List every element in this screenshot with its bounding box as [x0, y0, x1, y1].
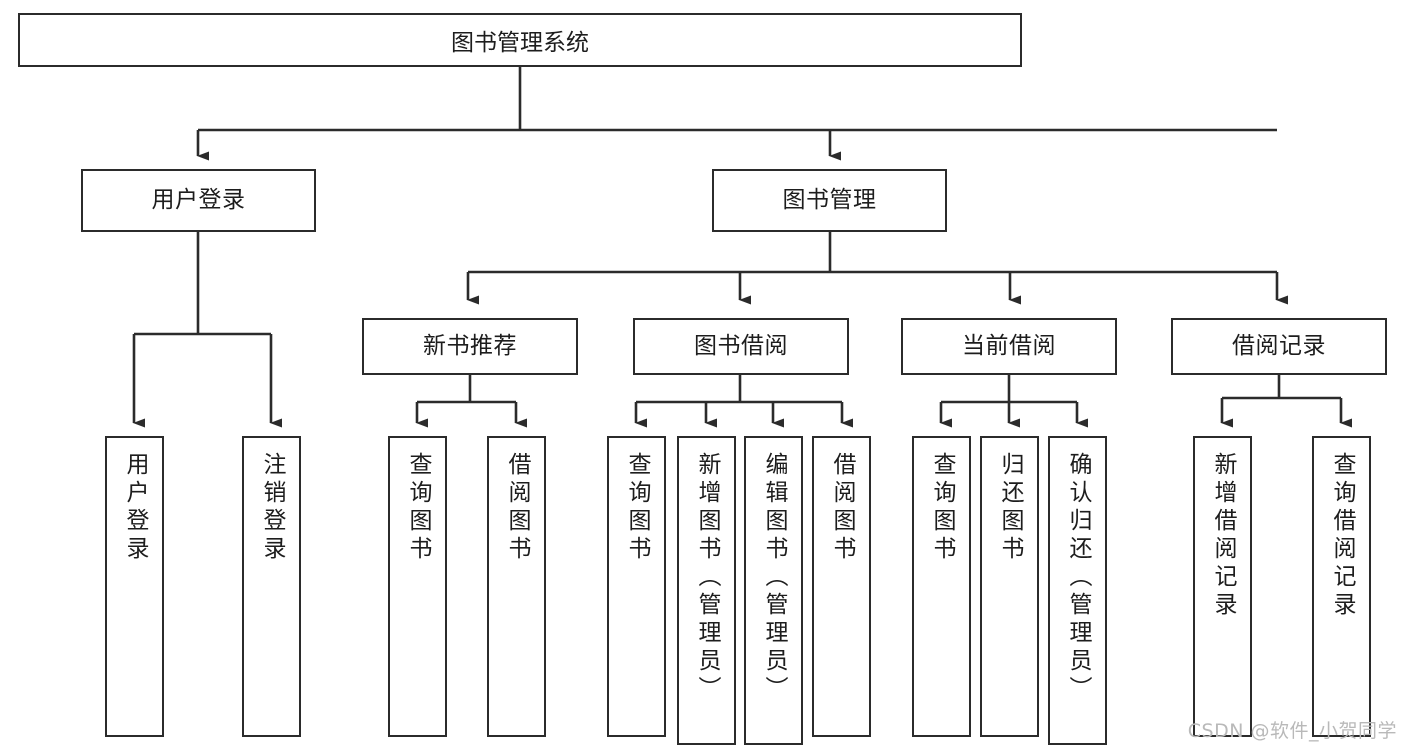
leaf-query-book-3-label: 查询图书	[929, 452, 955, 564]
node-book-management-label: 图书管理	[782, 186, 877, 213]
node-new-book-recommend[interactable]: 新书推荐	[362, 318, 578, 375]
node-user-login-label: 用户登录	[151, 186, 246, 213]
node-borrow-record-label: 借阅记录	[1232, 332, 1326, 359]
leaf-query-record-label: 查询借阅记录	[1329, 452, 1355, 620]
node-book-management[interactable]: 图书管理	[712, 169, 947, 232]
node-book-borrow-label: 图书借阅	[694, 332, 788, 359]
leaf-query-book-1[interactable]: 查询图书	[388, 436, 447, 737]
node-borrow-record[interactable]: 借阅记录	[1171, 318, 1387, 375]
leaf-query-book-3[interactable]: 查询图书	[912, 436, 971, 737]
leaf-borrow-book-1-label: 借阅图书	[504, 452, 530, 564]
leaf-edit-book[interactable]: 编辑图书（管理员）	[744, 436, 803, 745]
leaf-edit-book-label: 编辑图书（管理员）	[761, 452, 787, 704]
leaf-query-book-1-label: 查询图书	[405, 452, 431, 564]
leaf-logout-login[interactable]: 注销登录	[242, 436, 301, 737]
node-book-borrow[interactable]: 图书借阅	[633, 318, 849, 375]
leaf-borrow-book-1[interactable]: 借阅图书	[487, 436, 546, 737]
node-user-login[interactable]: 用户登录	[81, 169, 316, 232]
leaf-add-book[interactable]: 新增图书（管理员）	[677, 436, 736, 745]
leaf-logout-login-label: 注销登录	[259, 452, 285, 564]
leaf-user-login-label: 用户登录	[122, 452, 148, 564]
node-current-borrow[interactable]: 当前借阅	[901, 318, 1117, 375]
node-current-borrow-label: 当前借阅	[962, 332, 1056, 359]
node-root-label: 图书管理系统	[451, 30, 589, 56]
leaf-return-book-label: 归还图书	[997, 452, 1023, 564]
leaf-return-book[interactable]: 归还图书	[980, 436, 1039, 737]
leaf-confirm-return-label: 确认归还（管理员）	[1065, 452, 1091, 704]
leaf-add-book-label: 新增图书（管理员）	[694, 452, 720, 704]
leaf-query-book-2[interactable]: 查询图书	[607, 436, 666, 737]
leaf-confirm-return[interactable]: 确认归还（管理员）	[1048, 436, 1107, 745]
leaf-query-book-2-label: 查询图书	[624, 452, 650, 564]
leaf-add-record[interactable]: 新增借阅记录	[1193, 436, 1252, 737]
node-root[interactable]: 图书管理系统	[18, 13, 1022, 67]
leaf-borrow-book-2[interactable]: 借阅图书	[812, 436, 871, 737]
leaf-add-record-label: 新增借阅记录	[1210, 452, 1236, 620]
leaf-query-record[interactable]: 查询借阅记录	[1312, 436, 1371, 737]
node-new-book-recommend-label: 新书推荐	[423, 332, 517, 359]
leaf-borrow-book-2-label: 借阅图书	[829, 452, 855, 564]
csdn-watermark: CSDN @软件_小贺同学	[1187, 720, 1397, 742]
leaf-user-login[interactable]: 用户登录	[105, 436, 164, 737]
